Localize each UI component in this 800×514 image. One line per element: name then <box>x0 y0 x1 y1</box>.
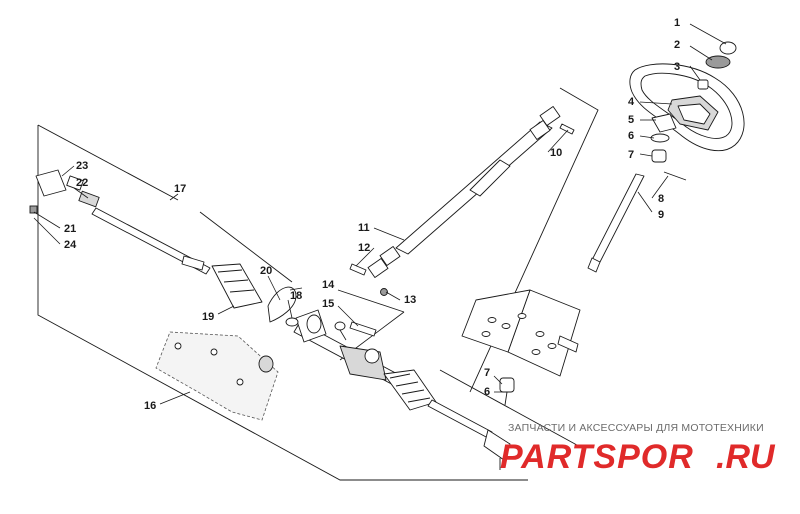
frame-top-edge <box>37 124 179 201</box>
callout-17: 17 <box>174 183 186 195</box>
roll-pin <box>663 171 687 181</box>
callout-19: 19 <box>202 311 214 323</box>
column-washer <box>650 133 670 143</box>
right-tie-rod-end <box>483 429 511 461</box>
column-mount-bracket <box>461 289 581 377</box>
steering-shaft <box>591 173 645 263</box>
upper-u-joint <box>529 106 561 140</box>
lower-u-joint <box>367 246 401 278</box>
callout-18: 18 <box>290 290 302 302</box>
upper-pinch-bolt <box>559 123 575 135</box>
watermark: ЗАПЧАСТИ И АКСЕССУАРЫ ДЛЯ МОТОТЕХНИКИ PA… <box>500 422 776 476</box>
callout-23: 23 <box>76 160 88 172</box>
rack-bolt <box>349 321 377 337</box>
steering-wheel <box>629 63 745 152</box>
callout-21: 21 <box>64 223 76 235</box>
callout-7: 7 <box>628 149 634 161</box>
callout-16: 16 <box>144 400 156 412</box>
callout-15: 15 <box>322 298 334 310</box>
left-tie-rod <box>91 207 211 275</box>
watermark-logo: PARTSPOR <box>500 438 694 476</box>
leader-lines <box>33 23 727 405</box>
frame-boot-bracket <box>199 211 293 283</box>
left-boot <box>211 263 263 309</box>
callout-20: 20 <box>260 265 272 277</box>
rack-washer <box>334 321 346 331</box>
callout-6: 6 <box>628 130 634 142</box>
group-frame-rack <box>37 125 528 481</box>
right-tie-rod <box>427 399 493 439</box>
lower-bolt <box>504 391 508 406</box>
callout-7-lower: 7 <box>484 367 490 379</box>
wheel-spacer <box>651 113 677 133</box>
callout-14: 14 <box>322 279 335 291</box>
callout-12: 12 <box>358 242 370 254</box>
watermark-tagline: ЗАПЧАСТИ И АКСЕССУАРЫ ДЛЯ МОТОТЕХНИКИ <box>508 422 764 434</box>
jam-nut <box>66 175 84 191</box>
group-frame-box <box>439 369 587 451</box>
callout-10: 10 <box>550 147 562 159</box>
boot-clamp-tie <box>267 286 297 323</box>
callout-2: 2 <box>674 39 680 51</box>
inner-tie-rod <box>181 255 205 271</box>
left-tie-rod-end <box>35 169 67 197</box>
ball-stud-nut <box>29 205 38 214</box>
right-boot <box>383 369 437 411</box>
callout-9: 9 <box>658 209 664 221</box>
lower-bushing <box>499 377 515 393</box>
callout-24: 24 <box>64 239 77 251</box>
horn-cap <box>719 41 737 55</box>
lower-pinch-bolt <box>349 263 367 276</box>
pinch-nut <box>380 288 388 296</box>
cable-tie-tail <box>289 287 303 291</box>
shaft-boot <box>469 159 511 197</box>
callout-22: 22 <box>76 177 88 189</box>
callout-4: 4 <box>628 96 635 108</box>
callout-13: 13 <box>404 294 416 306</box>
callout-6-lower: 6 <box>484 386 490 398</box>
shaft-key <box>587 257 601 273</box>
callout-1: 1 <box>674 17 680 29</box>
callout-11: 11 <box>358 222 370 234</box>
callout-3: 3 <box>674 61 680 73</box>
wheel-emblem <box>705 55 731 69</box>
wheel-nut <box>697 79 709 90</box>
boot-clamp <box>285 317 299 327</box>
callout-5: 5 <box>628 114 634 126</box>
callout-labels: 1 2 3 4 5 6 7 8 9 10 11 12 13 14 15 16 1… <box>64 17 680 412</box>
callout-8: 8 <box>658 193 664 205</box>
watermark-domain: .RU <box>716 438 776 476</box>
rack-mount-plate <box>155 331 279 421</box>
column-bushing <box>651 149 667 163</box>
